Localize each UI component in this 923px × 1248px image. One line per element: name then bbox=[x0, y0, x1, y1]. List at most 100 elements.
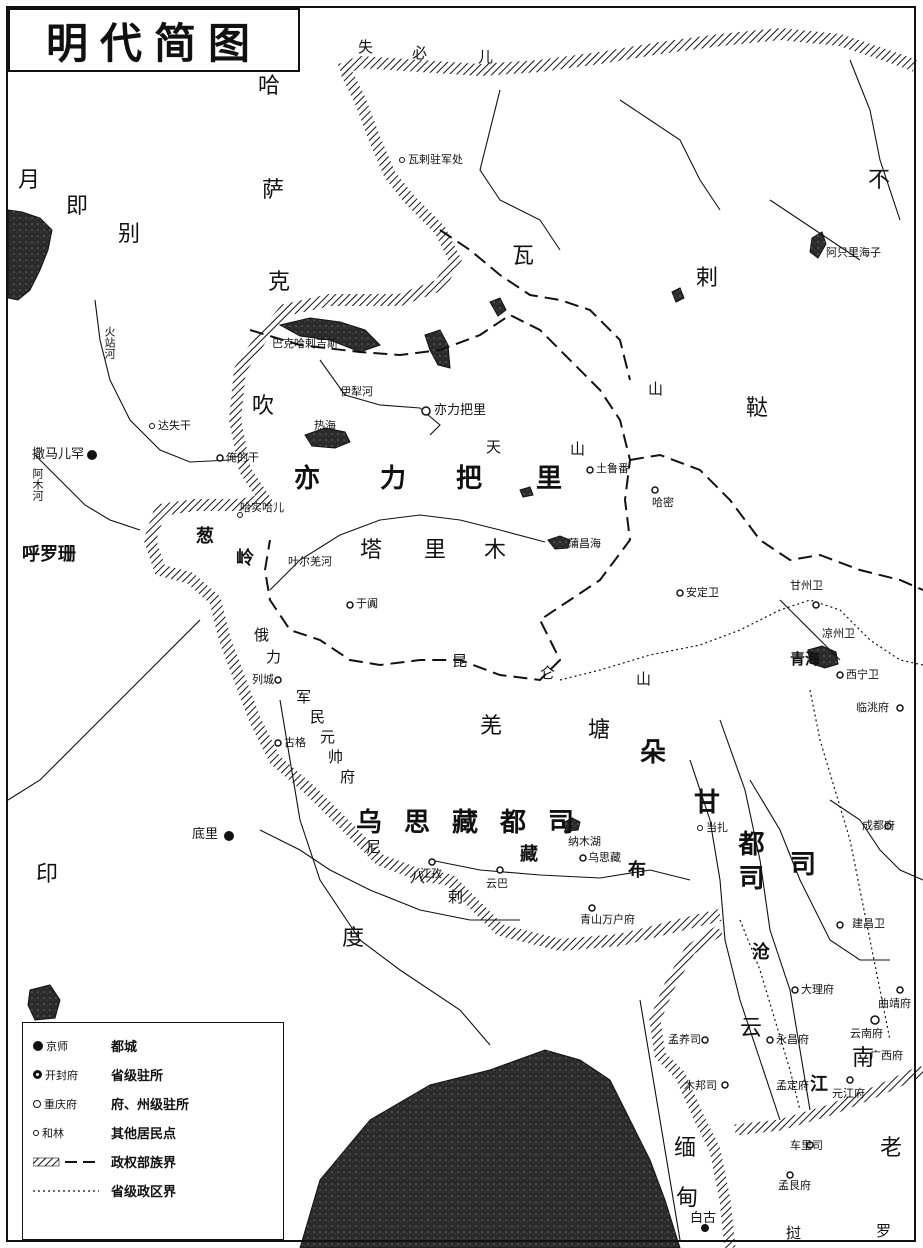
legend-sample: 重庆府 bbox=[44, 1097, 77, 1111]
label-si2: 司 bbox=[790, 850, 817, 880]
label-dusi: 都司 bbox=[734, 830, 764, 898]
city-yuanjiang bbox=[846, 1076, 854, 1084]
lake-rehai bbox=[304, 427, 351, 449]
label-guangxi: 广西府 bbox=[870, 1049, 903, 1062]
label-lake-balkhash: 巴克哈剌吉斯 bbox=[272, 337, 338, 350]
label-du: 度 bbox=[342, 926, 365, 951]
label-samaerhan: 撒马儿罕 bbox=[32, 447, 85, 462]
city-yilibali bbox=[421, 406, 431, 416]
label-bie: 别 bbox=[118, 222, 141, 247]
river-nu bbox=[689, 759, 781, 1121]
legend-sample: 开封府 bbox=[45, 1068, 78, 1082]
label-menggen: 孟艮府 bbox=[778, 1179, 811, 1192]
city-dali bbox=[791, 986, 799, 994]
legend-label: 省级政区界 bbox=[111, 1185, 177, 1200]
city-menggen bbox=[786, 1171, 794, 1179]
city-yongchang bbox=[766, 1036, 774, 1044]
city-xining bbox=[836, 671, 844, 679]
label-chengdu: 成都府 bbox=[862, 819, 895, 832]
label-cang: 沧 bbox=[752, 942, 770, 963]
hatched-border-icon bbox=[33, 1157, 95, 1166]
city-cheli bbox=[806, 1141, 814, 1149]
label-hetian: 于阗 bbox=[356, 597, 378, 610]
label-yun: 云 bbox=[740, 1016, 763, 1041]
river-yellow bbox=[779, 599, 841, 661]
label-ba: 把 bbox=[456, 464, 483, 494]
label-river-huozhan: 火站河 bbox=[103, 326, 116, 359]
border-inner-dashed bbox=[249, 313, 632, 682]
arabian-sea bbox=[27, 984, 61, 1021]
label-shan2: 山 bbox=[636, 670, 652, 688]
city-yanqi bbox=[216, 454, 224, 462]
capital-delhi bbox=[224, 831, 234, 841]
border-north-dashed bbox=[439, 229, 631, 381]
border-southwest-hatched bbox=[649, 925, 736, 1248]
label-nan: 南 bbox=[852, 1046, 875, 1071]
label-yi: 亦 bbox=[294, 464, 321, 494]
label-huluoshan: 呼罗珊 bbox=[22, 544, 76, 565]
label-bu2: 布 bbox=[628, 860, 646, 881]
label-gan: 甘 bbox=[694, 788, 721, 818]
border-province-dotted2 bbox=[809, 689, 891, 1041]
city-tulufan bbox=[586, 466, 594, 474]
label-cheli: 车里司 bbox=[790, 1139, 823, 1152]
label-xining: 西宁卫 bbox=[846, 668, 879, 681]
legend-row-border: 政权部族界 bbox=[33, 1147, 273, 1176]
city-lintao bbox=[896, 704, 904, 712]
label-da: 鞑 bbox=[746, 396, 769, 421]
label-walazhuang: 瓦剌驻军处 bbox=[408, 153, 463, 166]
label-bu: 不 bbox=[868, 168, 891, 193]
label-er: 儿 bbox=[478, 48, 494, 66]
map-title: 明代简图 bbox=[45, 18, 262, 68]
lake-puchanghai bbox=[547, 535, 571, 550]
label-min: 民 bbox=[310, 708, 326, 726]
city-hami bbox=[651, 486, 659, 494]
label-shan-north: 山 bbox=[648, 380, 664, 398]
label-baigu: 白古 bbox=[690, 1211, 717, 1226]
river-yili bbox=[319, 359, 441, 436]
label-tulufan: 土鲁番 bbox=[596, 462, 629, 475]
label-yuan: 元 bbox=[320, 728, 336, 746]
city-qinshan bbox=[588, 904, 596, 912]
label-lintao: 临洮府 bbox=[856, 701, 889, 714]
label-mu: 木 bbox=[484, 538, 507, 563]
city-jiangzi bbox=[428, 858, 436, 866]
label-bi: 必 bbox=[412, 44, 428, 62]
label-dian: 甸 bbox=[676, 1186, 699, 1211]
city-mudi bbox=[721, 1081, 729, 1089]
label-yilibali: 亦力把里 bbox=[434, 403, 487, 418]
capital-dot-icon bbox=[33, 1040, 43, 1051]
label-yanqi: 俺的干 bbox=[226, 451, 259, 464]
settlement-dashigan bbox=[149, 423, 155, 429]
settlement-wala bbox=[399, 157, 405, 163]
lake-small1 bbox=[424, 329, 451, 369]
label-fu: 府 bbox=[340, 768, 356, 786]
label-cong: 葱 bbox=[196, 526, 214, 547]
label-yin: 印 bbox=[36, 862, 59, 887]
label-ta: 塔 bbox=[360, 538, 383, 563]
label-la2: 剌 bbox=[448, 888, 464, 906]
label-dili: 底里 bbox=[192, 827, 219, 842]
label-qinshan: 青山万户府 bbox=[580, 913, 635, 926]
label-ke: 克 bbox=[268, 270, 291, 295]
river-east bbox=[849, 59, 901, 221]
label-lake-puchanghai: 蒲昌海 bbox=[568, 537, 601, 550]
river-selenge bbox=[769, 199, 861, 261]
label-shi: 失 bbox=[358, 38, 374, 56]
bay-of-bengal bbox=[299, 1049, 681, 1248]
legend-sample: 和林 bbox=[42, 1126, 64, 1140]
city-chengdu bbox=[884, 822, 892, 830]
label-yunba: 云巴 bbox=[486, 877, 508, 890]
label-qujing: 曲靖府 bbox=[878, 997, 911, 1010]
settlement-dot-icon bbox=[33, 1129, 39, 1136]
lake-namco bbox=[562, 817, 581, 832]
label-ling: 岭 bbox=[236, 548, 254, 569]
river-yarlung bbox=[429, 859, 691, 881]
legend-row-province: 开封府 省级驻所 bbox=[33, 1060, 273, 1089]
label-mian: 缅 bbox=[674, 1136, 697, 1161]
label-chui: 吹 bbox=[252, 394, 275, 419]
label-dali: 大理府 bbox=[801, 983, 834, 996]
label-li3: 里 bbox=[424, 538, 447, 563]
river-jinsha bbox=[749, 779, 890, 961]
city-kunming bbox=[870, 1015, 880, 1025]
